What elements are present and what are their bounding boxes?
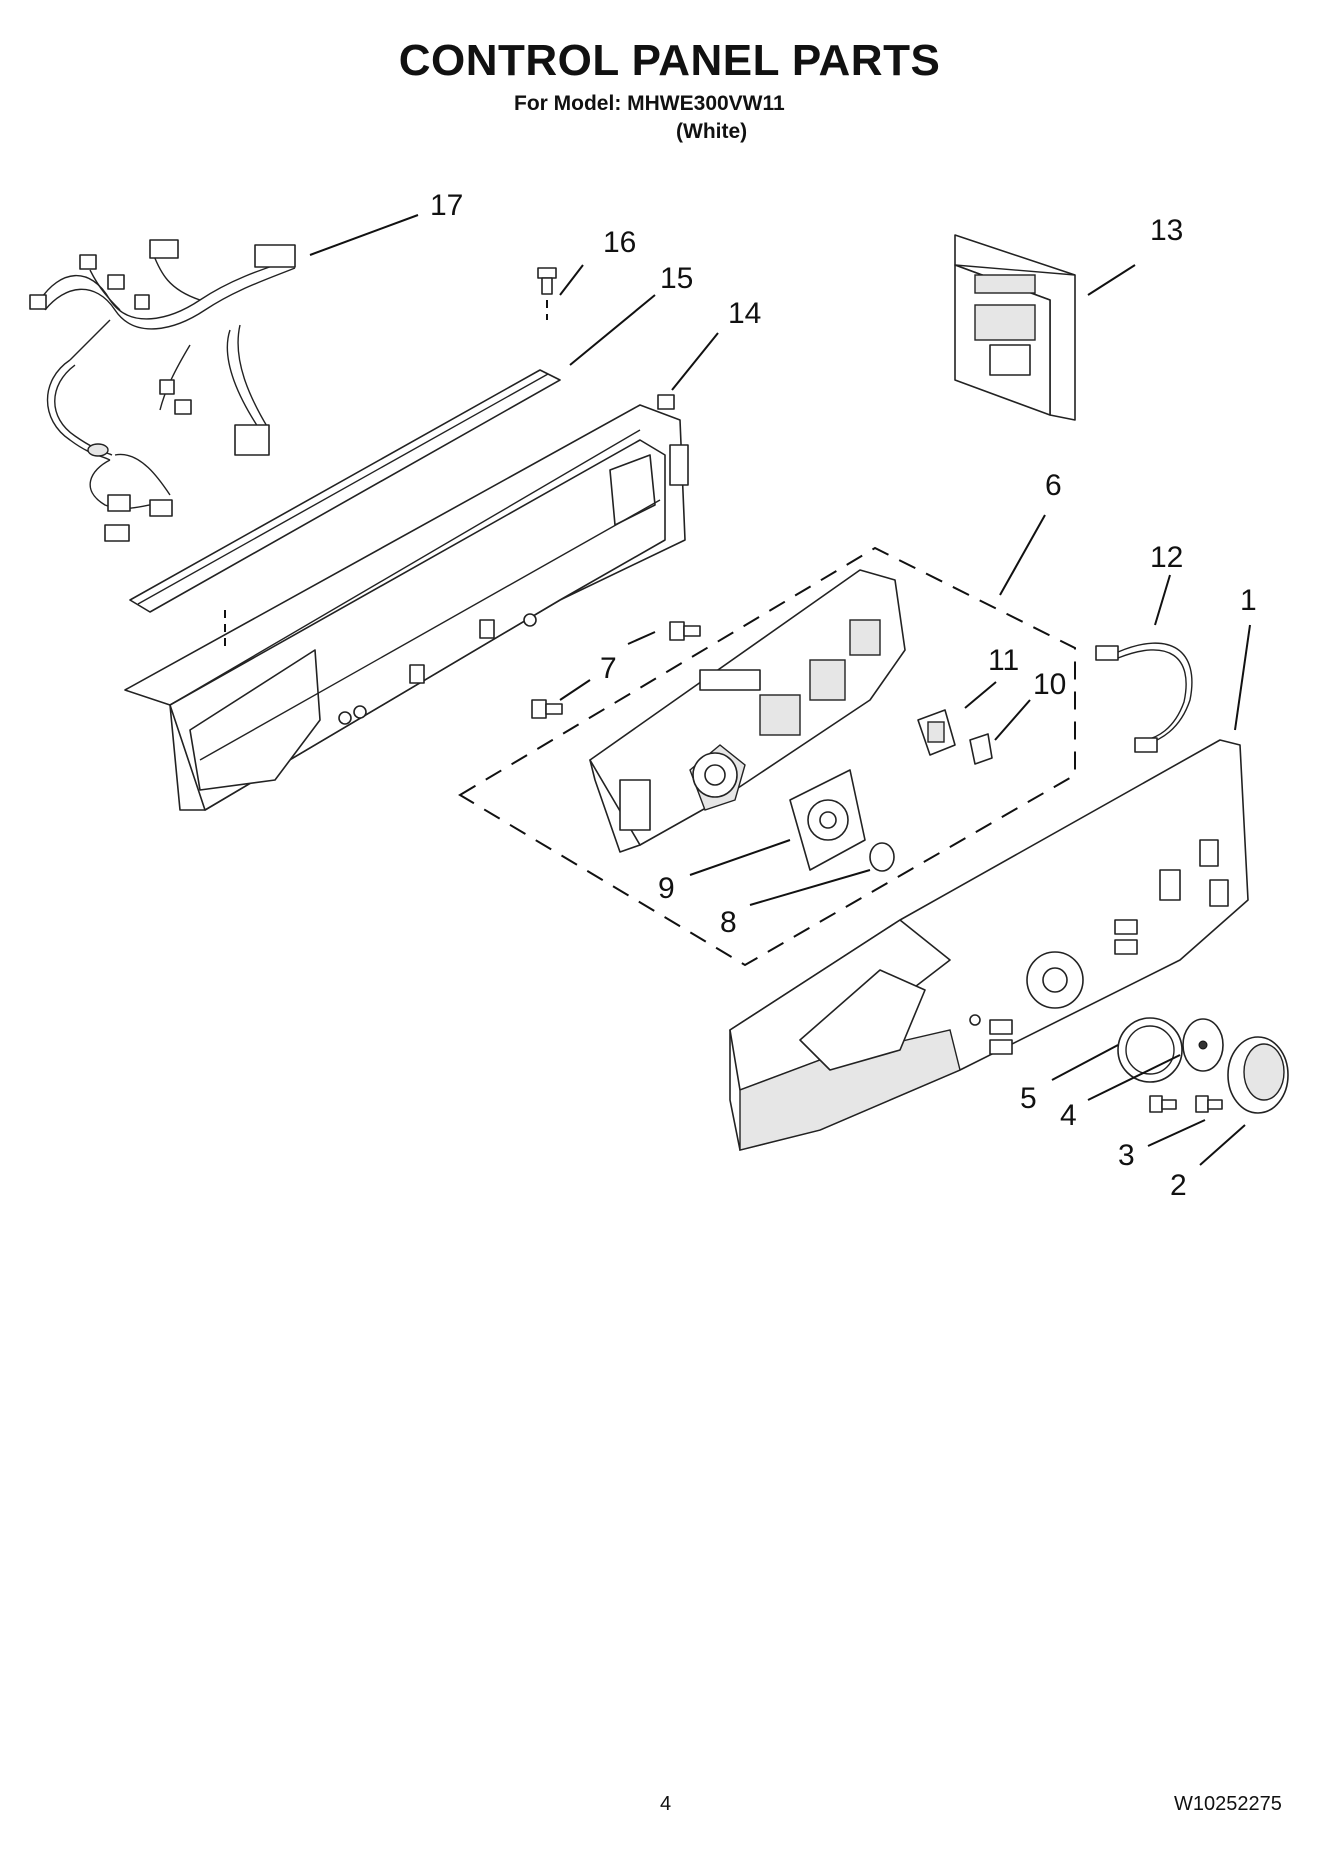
screw-part-3	[1149, 1095, 1223, 1113]
callout-6: 6	[1045, 469, 1062, 502]
callout-2: 2	[1170, 1169, 1187, 1202]
callout-17: 17	[430, 189, 463, 222]
callout-16: 16	[603, 226, 636, 259]
callout-14: 14	[728, 297, 761, 330]
callout-4: 4	[1060, 1099, 1077, 1132]
model-line: For Model: MHWE300VW11	[514, 92, 785, 115]
callout-1: 1	[1240, 584, 1257, 617]
callout-15: 15	[660, 262, 693, 295]
leader-lines	[309, 214, 1251, 1166]
callout-13: 13	[1150, 214, 1183, 247]
assembly-boundary-part-6	[458, 546, 1076, 967]
callout-3: 3	[1118, 1139, 1135, 1172]
screw-part-7	[531, 621, 701, 719]
callout-12: 12	[1150, 541, 1183, 574]
electronic-control-part-13	[954, 234, 1076, 421]
callout-labels: 1 2 3 4 5 6 7 8 9 10 11 12 13 14 15 16 1…	[430, 189, 1257, 1202]
page-number: 4	[660, 1793, 672, 1815]
disk-part-8	[869, 842, 895, 872]
ring-part-4	[1182, 1018, 1224, 1072]
color-note: (White)	[676, 120, 748, 143]
led-lens-part-11	[917, 709, 956, 756]
callout-9: 9	[658, 872, 675, 905]
knob-part-2	[1227, 1036, 1289, 1114]
callout-11: 11	[988, 644, 1019, 677]
page-title: CONTROL PANEL PARTS	[398, 36, 941, 85]
document-number: W10252275	[1174, 1793, 1282, 1815]
console-bracket-part-14	[124, 394, 689, 811]
callout-10: 10	[1033, 668, 1066, 701]
screw-part-16	[537, 267, 557, 320]
callout-5: 5	[1020, 1082, 1037, 1115]
label-part-10	[969, 733, 993, 765]
wire-harness-part-17	[29, 239, 296, 542]
bezel-part-5	[1117, 1017, 1183, 1083]
callout-8: 8	[720, 906, 737, 939]
strip-part-15	[129, 369, 561, 613]
user-interface-part-6	[589, 569, 906, 853]
cable-part-12	[1095, 642, 1193, 753]
console-part-1	[729, 739, 1249, 1151]
encoder-part-9	[789, 769, 866, 871]
callout-7: 7	[600, 652, 617, 685]
